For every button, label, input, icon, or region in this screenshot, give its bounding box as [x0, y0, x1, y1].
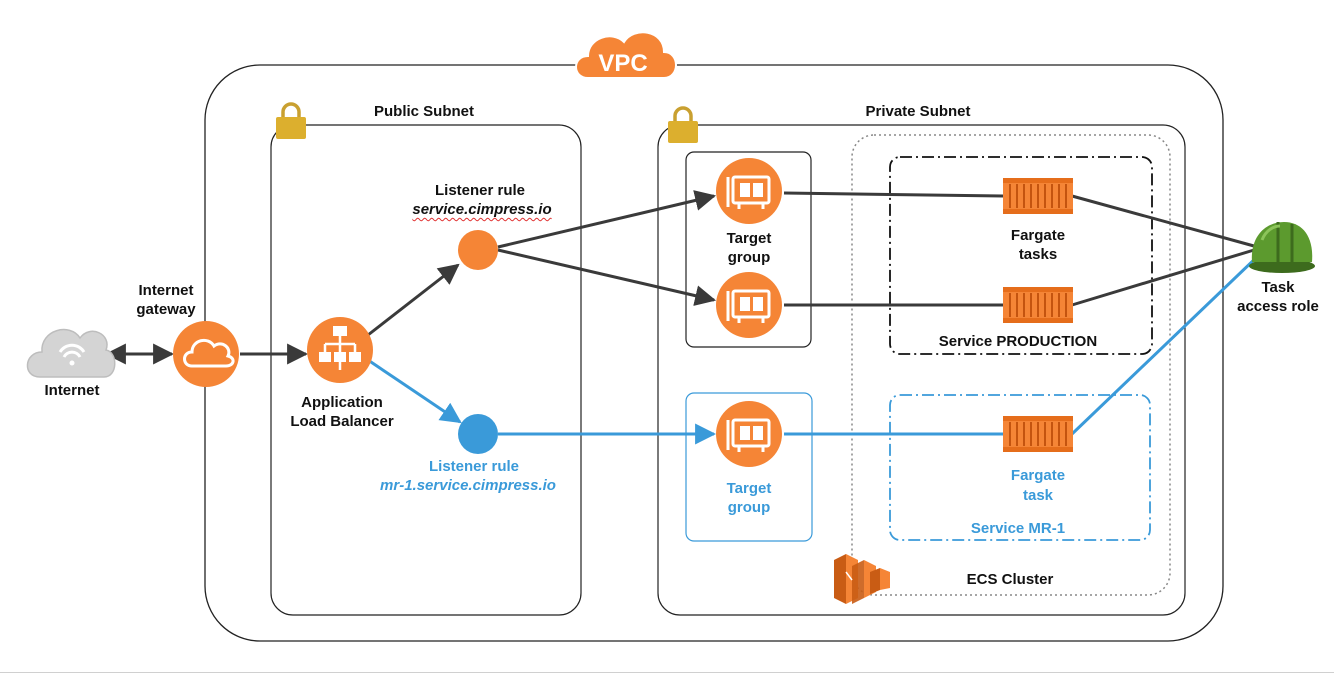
- fargate-task-mr1-label-line1: Fargate: [1010, 467, 1066, 484]
- service-production-label: Service PRODUCTION: [938, 333, 1098, 350]
- listener-rule-prod-host-text: service.cimpress.io: [412, 201, 552, 218]
- alb-label-line1: Application: [301, 394, 383, 411]
- listener-rule-prod-title: Listener rule: [434, 182, 526, 199]
- alb-listener-mr1-link: [367, 358, 462, 424]
- public-subnet-lock-icon: [274, 102, 308, 141]
- alb-listener-prod-link: [367, 263, 460, 337]
- service-mr1-box: [889, 394, 1151, 541]
- ecs-cluster-label: ECS Cluster: [966, 571, 1054, 588]
- public-subnet-box: [270, 124, 582, 616]
- target-group-mr1-label-line1: Target: [726, 480, 772, 497]
- hard-hat-icon: [1249, 222, 1315, 273]
- tg1-tasks-link: [783, 191, 1004, 198]
- listener-prod-tg1-link: [497, 190, 717, 249]
- internet-gateway-label-line1: Internet: [138, 282, 194, 299]
- target-group-mr1-label-line2: group: [727, 499, 771, 516]
- public-subnet-title: Public Subnet: [373, 103, 474, 120]
- listener-rule-prod-dot: [458, 230, 498, 270]
- service-mr1-label: Service MR-1: [970, 520, 1066, 537]
- alb-label-line2: Load Balancer: [290, 413, 394, 430]
- internet-cloud-icon: [26, 328, 116, 378]
- listener-prod-tg2-link: [497, 248, 717, 306]
- fargate-task-container-icon-2: [1002, 286, 1074, 324]
- listener-rule-mr1-dot: [458, 414, 498, 454]
- bottom-divider: [0, 672, 1334, 673]
- target-group-mr1-icon: [714, 399, 784, 469]
- task-mr1-role-link: [1070, 254, 1260, 436]
- fargate-task-mr1-label-line2: task: [1022, 487, 1054, 504]
- internet-gateway-label-line2: gateway: [136, 301, 196, 318]
- listener-rule-mr1-host: mr-1.service.cimpress.io: [380, 477, 556, 494]
- fargate-tasks-label-line1: Fargate: [1010, 227, 1066, 244]
- fargate-tasks-label-line2: tasks: [1018, 246, 1058, 263]
- task-role-label-line1: Task: [1261, 279, 1295, 296]
- private-subnet-lock-icon: [666, 106, 700, 145]
- target-group-mr1-box: [685, 392, 813, 542]
- fargate-task-container-icon-1: [1002, 177, 1074, 215]
- target-group-prod-label-line1: Target: [726, 230, 772, 247]
- alb-icon: [307, 317, 373, 383]
- task-role-label-line2: access role: [1237, 298, 1319, 315]
- tasks2-role-link: [1071, 248, 1255, 307]
- service-production-box: [889, 156, 1153, 355]
- listener-rule-mr1-title: Listener rule: [428, 458, 520, 475]
- internet-label: Internet: [44, 382, 100, 399]
- vpc-cloud-icon: [575, 31, 677, 79]
- private-subnet-title: Private Subnet: [865, 103, 971, 120]
- target-group-prod-box: [685, 151, 812, 348]
- vpc-label: VPC: [598, 50, 647, 77]
- fargate-task-mr1-container-icon: [1002, 415, 1074, 453]
- tasks1-role-link: [1071, 194, 1255, 248]
- private-subnet-box: [657, 124, 1186, 616]
- target-group-prod-label-line2: group: [727, 249, 771, 266]
- listener-rule-prod-host: service.cimpress.io: [400, 200, 564, 220]
- target-group-prod-icon-1: [714, 156, 784, 226]
- ecs-cluster-icon: [834, 554, 890, 604]
- target-group-prod-icon-2: [714, 270, 784, 340]
- ecs-cluster-box: [851, 134, 1171, 596]
- internet-gateway-icon: [173, 321, 239, 387]
